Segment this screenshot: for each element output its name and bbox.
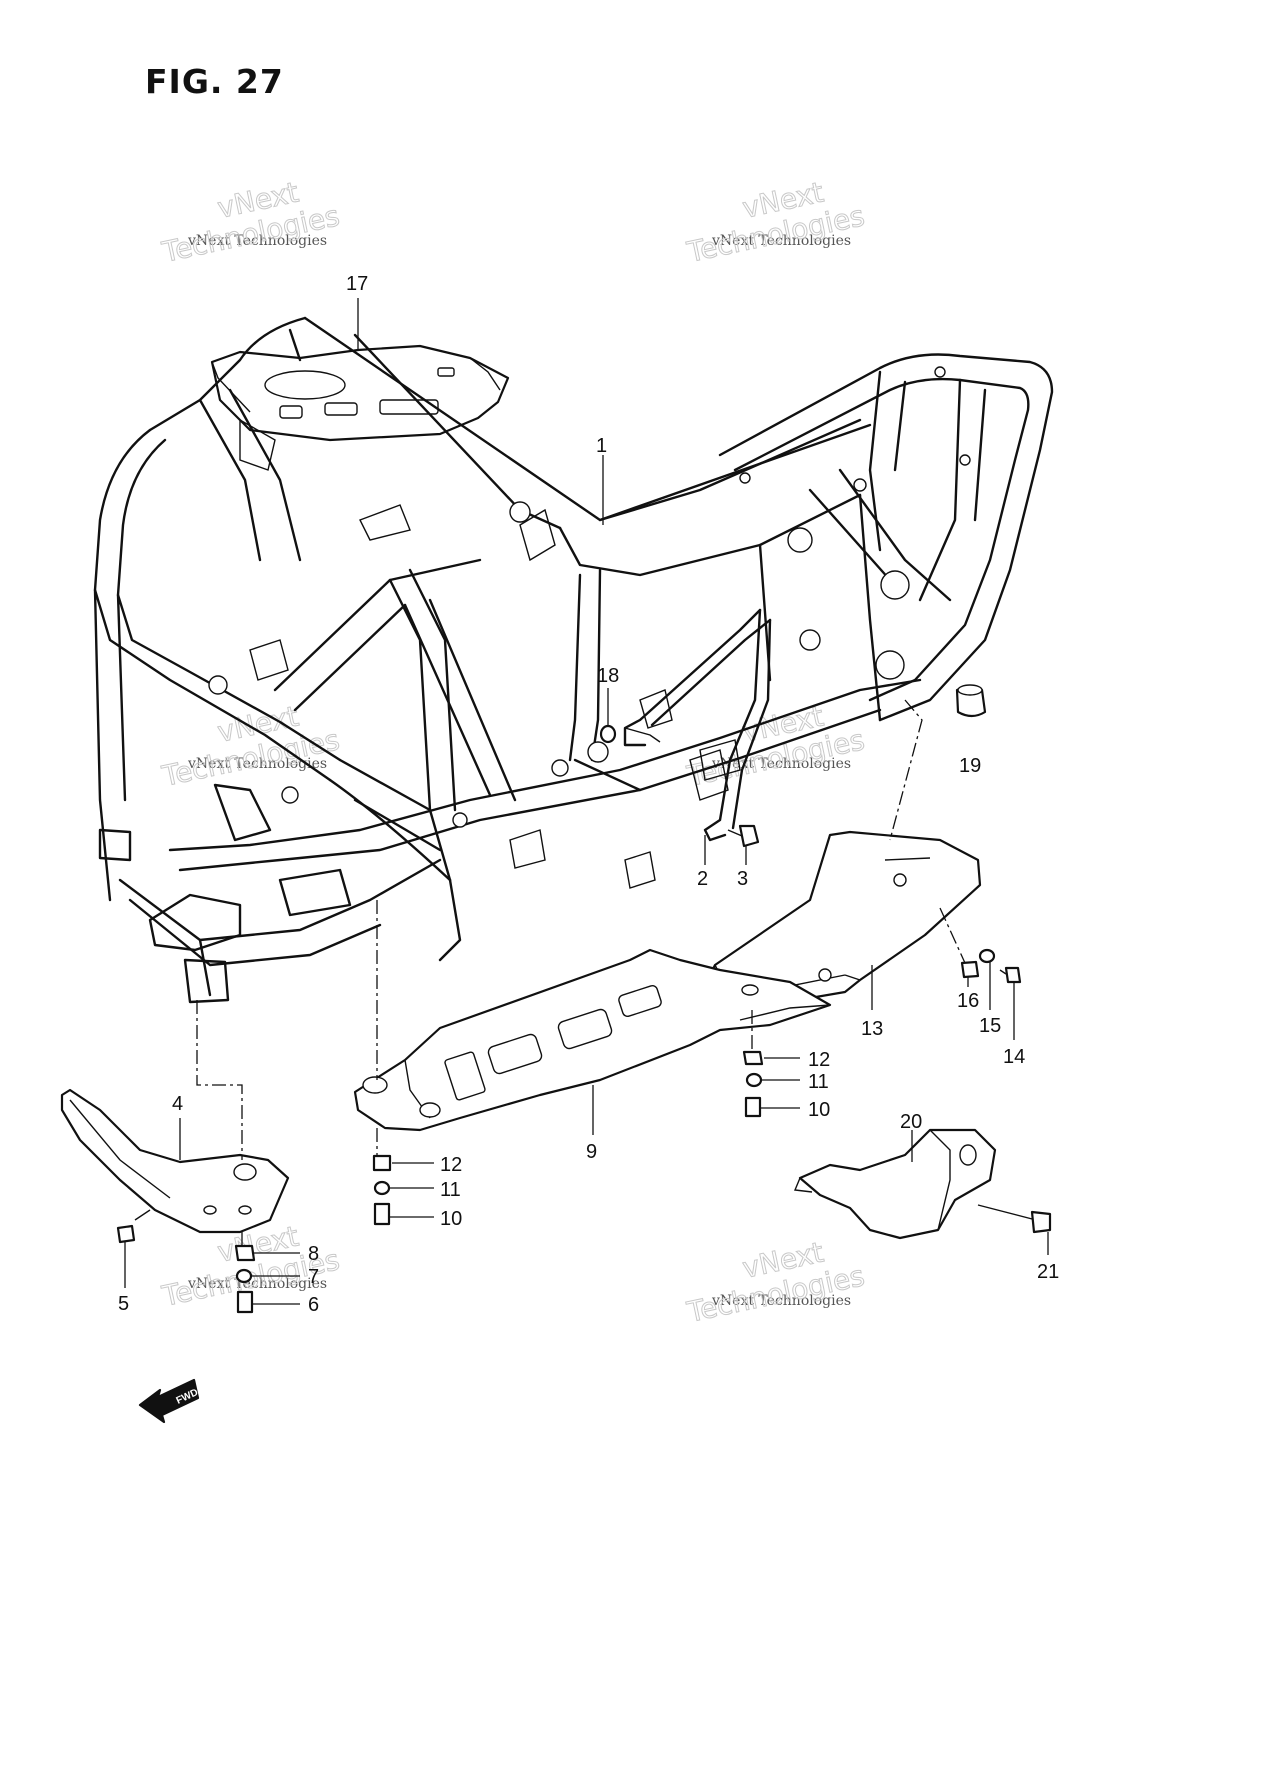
part-19-bush: [955, 684, 987, 718]
callout-11-upper: 11: [808, 1071, 829, 1093]
part-15-washer: [978, 948, 996, 964]
svg-text:vNext Technologies: vNext Technologies: [187, 756, 327, 772]
callout-8: 8: [308, 1243, 319, 1265]
callout-15: 15: [979, 1015, 1001, 1037]
callout-2: 2: [697, 868, 708, 890]
figure-title: FIG. 27: [145, 62, 284, 101]
fwd-direction-arrow: FWD: [138, 1378, 200, 1424]
callout-5: 5: [118, 1293, 129, 1315]
part-5-bolt: [116, 1209, 151, 1244]
callout-6: 6: [308, 1294, 319, 1316]
callout-9: 9: [586, 1141, 597, 1163]
svg-text:vNext Technologies: vNext Technologies: [187, 233, 327, 249]
callout-14: 14: [1003, 1046, 1025, 1068]
part-10-bolt-lower: [373, 1202, 391, 1226]
svg-text:vNext Technologies: vNext Technologies: [711, 233, 851, 249]
callout-18: 18: [597, 665, 619, 687]
callout-10-lower: 10: [440, 1208, 462, 1230]
callout-12-lower: 12: [440, 1154, 462, 1176]
callout-1: 1: [596, 435, 607, 457]
part-7-washer: [235, 1268, 253, 1284]
svg-text:vNext Technologies: vNext Technologies: [187, 1276, 327, 1292]
part-8-nut: [234, 1244, 256, 1262]
callout-12-upper: 12: [808, 1049, 830, 1071]
alignment-lines: [196, 699, 966, 1246]
callout-4: 4: [172, 1093, 183, 1115]
part-2-bracket: [623, 608, 772, 842]
callout-20: 20: [900, 1111, 922, 1133]
part-12-nut-lower: [372, 1154, 392, 1172]
callout-10-upper: 10: [808, 1099, 830, 1121]
callout-13: 13: [861, 1018, 883, 1040]
watermark-mid-left: vNext Technologies vNext Technologies: [158, 699, 343, 793]
part-21-bolt: [977, 1204, 1052, 1234]
part-6-bolt: [236, 1290, 254, 1314]
part-17-cover-plate: [210, 344, 510, 442]
part-20-heat-guard: [793, 1128, 997, 1240]
watermark-top-right: vNext Technologies vNext Technologies: [683, 175, 868, 269]
part-4-front-skid-plate: [60, 1088, 290, 1234]
part-16-nut: [960, 960, 980, 979]
callout-7: 7: [308, 1266, 319, 1288]
callout-17: 17: [346, 273, 368, 295]
part-9-center-skid-plate: [353, 948, 832, 1132]
part-14-bolt: [999, 966, 1022, 984]
part-3-bolt: [727, 824, 760, 848]
callout-labels: 1 2 3 4 5 6 7 8 9 10 10 11 11 12 12 13 1…: [118, 273, 1059, 1316]
watermark-top-left: vNext Technologies vNext Technologies: [158, 175, 343, 269]
callout-3: 3: [737, 868, 748, 890]
callout-11-lower: 11: [440, 1179, 461, 1201]
callout-21: 21: [1037, 1261, 1059, 1283]
part-11-washer-lower: [373, 1180, 391, 1196]
part-1-main-frame: [93, 316, 1054, 1004]
part-18-grommet: [599, 724, 617, 744]
part-11-washer-upper: [745, 1072, 763, 1088]
callout-16: 16: [957, 990, 979, 1012]
svg-text:vNext Technologies: vNext Technologies: [711, 1293, 851, 1309]
part-10-bolt-upper: [744, 1096, 762, 1118]
callout-19: 19: [959, 755, 981, 777]
part-12-nut-upper: [742, 1050, 764, 1066]
watermark-bottom-right: vNext Technologies vNext Technologies: [683, 1235, 868, 1329]
